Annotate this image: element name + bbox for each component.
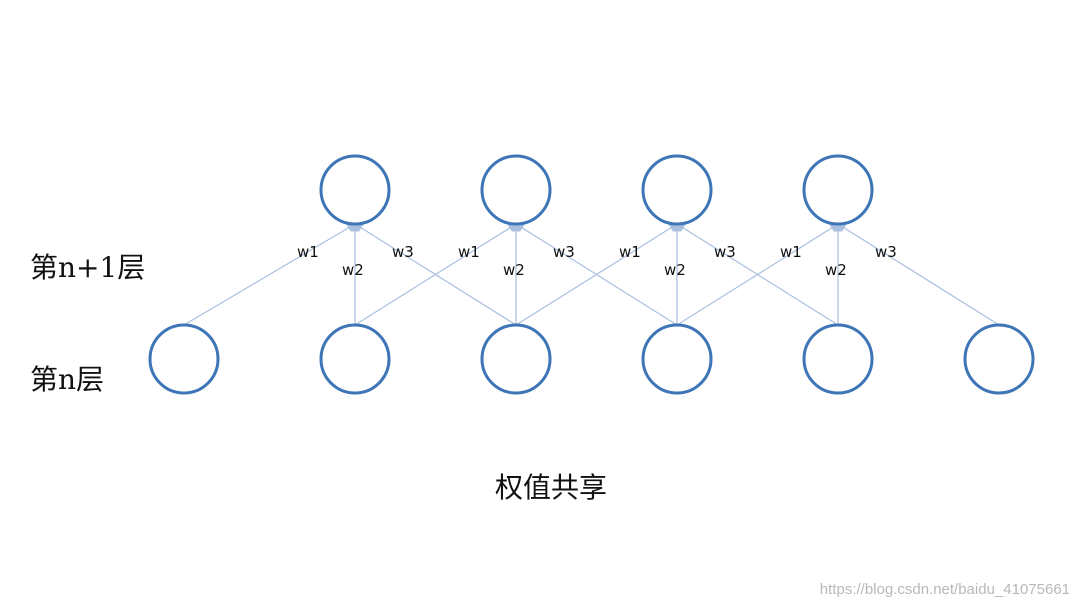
lower-layer-node xyxy=(480,323,552,395)
weight-label-w3: w3 xyxy=(714,243,736,261)
weight-label-w2: w2 xyxy=(342,261,364,279)
weight-label-w2: w2 xyxy=(664,261,686,279)
diagram-caption: 权值共享 xyxy=(495,471,608,504)
weight-label-w1: w1 xyxy=(297,243,319,261)
connection-edges xyxy=(183,223,1000,326)
lower-layer-node xyxy=(802,323,874,395)
weight-label-w3: w3 xyxy=(553,243,575,261)
lower-layer-node xyxy=(963,323,1035,395)
weight-label-w3: w3 xyxy=(392,243,414,261)
weight-label-w2: w2 xyxy=(825,261,847,279)
upper-layer-node xyxy=(480,154,552,226)
neuron-nodes xyxy=(148,154,1035,395)
upper-layer-node xyxy=(802,154,874,226)
lower-layer-node xyxy=(641,323,713,395)
weight-label-w3: w3 xyxy=(875,243,897,261)
weight-label-w2: w2 xyxy=(503,261,525,279)
watermark-url: https://blog.csdn.net/baidu_41075661 xyxy=(819,581,1070,598)
weight-label-w1: w1 xyxy=(458,243,480,261)
lower-layer-label: 第n层 xyxy=(30,363,105,396)
lower-layer-node xyxy=(319,323,391,395)
edge-w1 xyxy=(183,223,356,326)
upper-layer-node xyxy=(319,154,391,226)
edge-w1 xyxy=(515,223,678,326)
lower-layer-node xyxy=(148,323,220,395)
upper-layer-label: 第n+1层 xyxy=(30,251,146,284)
edge-w1 xyxy=(354,223,517,326)
edge-w1 xyxy=(676,223,839,326)
upper-layer-node xyxy=(641,154,713,226)
edge-w3 xyxy=(837,223,1000,326)
weight-label-w1: w1 xyxy=(619,243,641,261)
weight-labels: w1 w2 w3 w1 w2 w3 w1 w2 w3 w1 w2 w3 xyxy=(297,243,897,279)
weight-label-w1: w1 xyxy=(780,243,802,261)
